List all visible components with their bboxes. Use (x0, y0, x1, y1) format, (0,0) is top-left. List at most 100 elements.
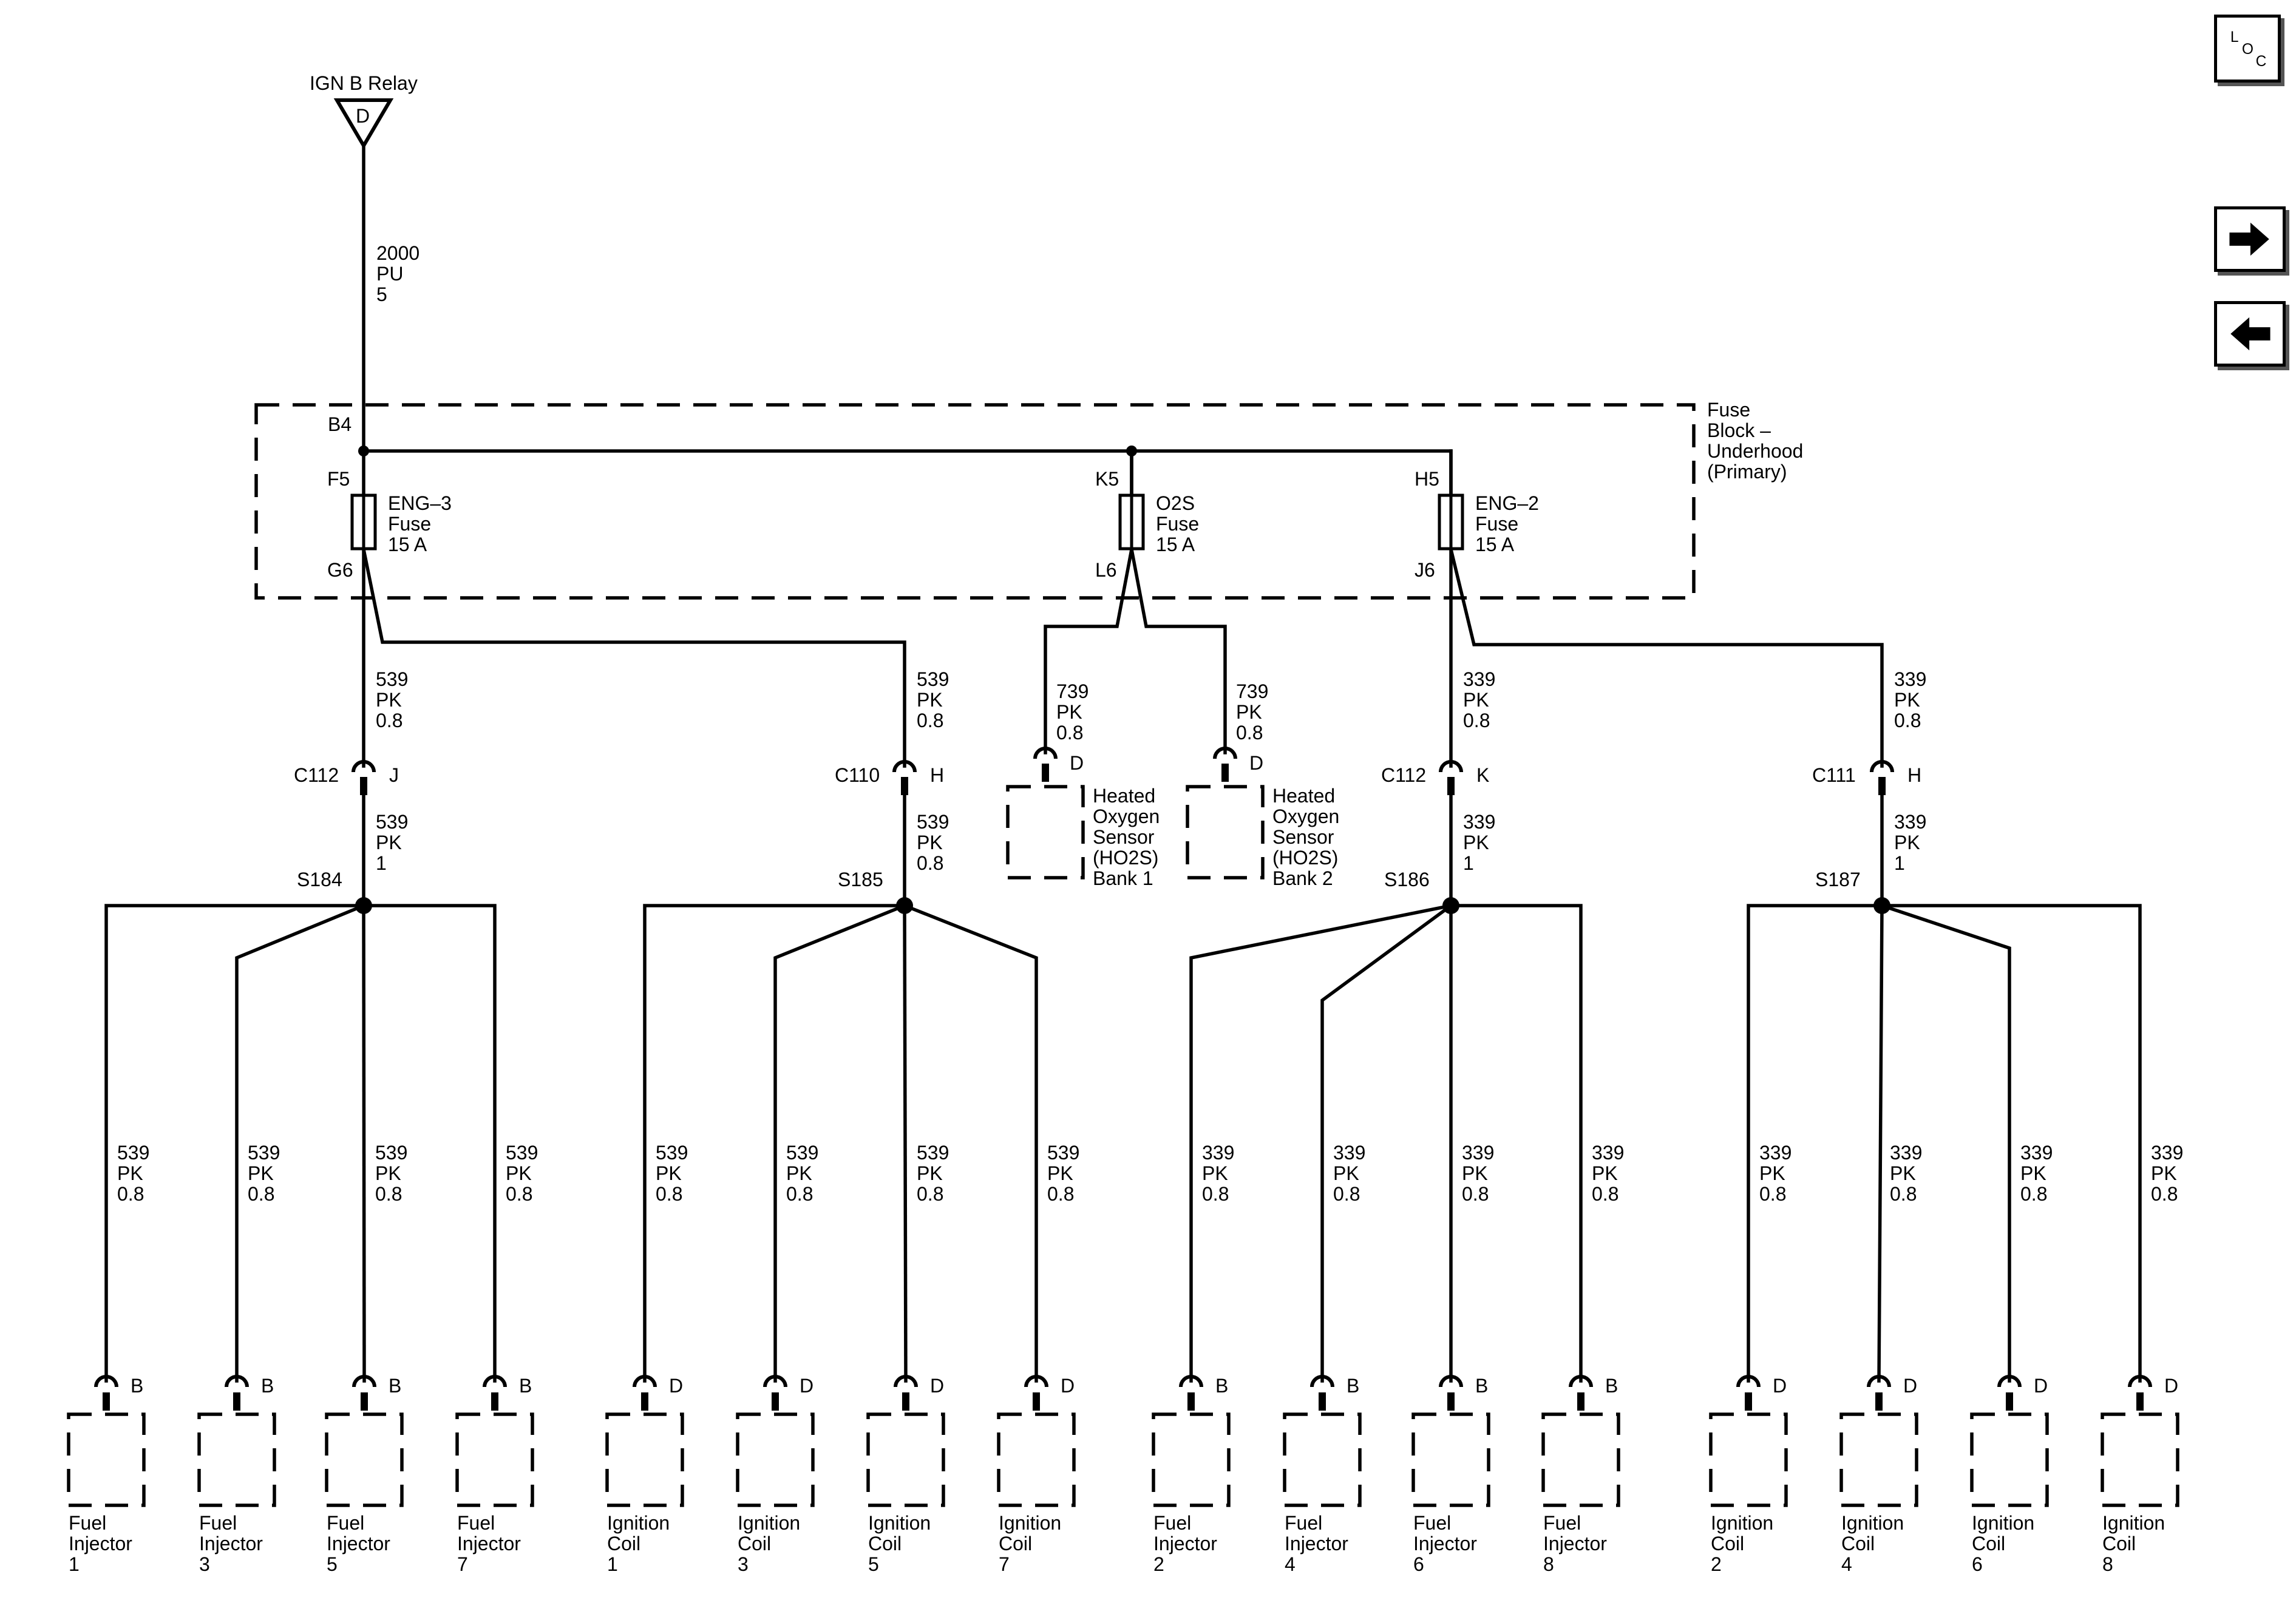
branch-wire-label-line: PK (656, 1162, 682, 1184)
sensor-wire-label-line: 739 (1056, 680, 1089, 702)
component-connector-pin (1875, 1392, 1883, 1411)
upper-wire-label-line: 539 (376, 668, 408, 690)
feed-wire-label-line: 2000 (376, 242, 419, 264)
component-connector-pin (1033, 1392, 1040, 1411)
component-box (1411, 1412, 1490, 1507)
branch-wire-label-line: 0.8 (117, 1183, 144, 1205)
component-connector-cup (352, 1375, 376, 1388)
connector-name: C111 (1812, 764, 1856, 786)
branch-wire-label-line: PK (375, 1162, 401, 1184)
sensor-box (1186, 785, 1265, 880)
lower-wire-label-line: 0.8 (917, 852, 943, 874)
fuse-bottom-pin: L6 (1095, 559, 1117, 581)
branch-wire-label-line: 539 (1047, 1142, 1079, 1164)
lower-wire-label-line: PK (1463, 832, 1489, 853)
component-connector-cup (1179, 1375, 1203, 1388)
inline-connector-pin (1878, 777, 1886, 795)
component-pin-label: B (261, 1375, 274, 1397)
component-connector-cup (2128, 1375, 2152, 1388)
component-label-line: Coil (2102, 1533, 2136, 1554)
component-pin-label: B (389, 1375, 401, 1397)
splice-dot (896, 897, 913, 914)
fuse-label-line: O2S (1156, 492, 1195, 514)
component-connector-pin (361, 1392, 368, 1411)
lower-wire-label-line: PK (917, 832, 943, 853)
branch-wire-label-line: PK (506, 1162, 532, 1184)
loc-button[interactable]: L O C (2214, 15, 2281, 83)
eng3-feed-b (361, 547, 906, 768)
component-box (2101, 1412, 2179, 1507)
sensor-wire-label-line: 0.8 (1236, 722, 1263, 744)
branch-wire-label-line: 0.8 (917, 1183, 943, 1205)
upper-wire-label-line: 0.8 (1463, 710, 1490, 731)
branch-wire-label-line: PK (786, 1162, 812, 1184)
splice-label: S186 (1384, 869, 1430, 890)
component-connector-pin (772, 1392, 779, 1411)
component-label-line: Coil (1711, 1533, 1744, 1554)
component-connector-cup (483, 1375, 507, 1388)
component-label-line: Coil (1972, 1533, 2005, 1554)
component-label-line: 1 (69, 1553, 80, 1575)
branch-wire-label-line: 0.8 (1333, 1183, 1360, 1205)
component-label-line: Ignition (2102, 1512, 2165, 1534)
inline-connector-pin (360, 777, 367, 795)
splice-dot (1442, 897, 1459, 914)
sensor-label-line: (HO2S) (1093, 847, 1158, 869)
fuse-label-line: ENG–3 (388, 492, 452, 514)
loc-letter-c: C (2256, 53, 2267, 70)
sensor-wire-label-line: 739 (1236, 680, 1268, 702)
sensor-connector-pin (1042, 764, 1049, 782)
upper-wire-label-line: PK (376, 689, 402, 711)
loc-letter-o: O (2242, 41, 2254, 58)
arrow-right-icon (2229, 222, 2269, 256)
upper-wire-label-line: 0.8 (917, 710, 943, 731)
previous-page-button[interactable] (2214, 301, 2286, 367)
branch-wire-label-line: 0.8 (506, 1183, 532, 1205)
branch-wire-label-line: 0.8 (1890, 1183, 1917, 1205)
upper-wire-label-line: PK (917, 689, 943, 711)
branch-wire-label-line: 339 (1462, 1142, 1494, 1164)
upper-wire-label-line: 339 (1463, 668, 1495, 690)
fuse-label-line: Fuse (388, 513, 431, 535)
sensor-label-line: Sensor (1272, 826, 1334, 848)
branch-wire (773, 903, 907, 1383)
component-label-line: Coil (1841, 1533, 1875, 1554)
component-label-line: 3 (738, 1553, 749, 1575)
component-label-line: Fuel (69, 1512, 106, 1534)
branch-wire-label-line: 0.8 (1202, 1183, 1229, 1205)
fuse-block-label-line: Fuse (1707, 399, 1750, 421)
fuse-bus (362, 449, 1453, 497)
wiring (104, 144, 2142, 1383)
branch-wire-label-line: 0.8 (786, 1183, 813, 1205)
branch-wire-label-line: 539 (506, 1142, 538, 1164)
component-label-line: Coil (738, 1533, 771, 1554)
loc-letter-l: L (2230, 29, 2239, 46)
splice-label: S185 (838, 869, 883, 890)
component-connector-pin (2136, 1392, 2144, 1411)
component-box (736, 1412, 815, 1507)
component-label-line: Fuel (199, 1512, 237, 1534)
component-label-line: 2 (1153, 1553, 1164, 1575)
component-box (67, 1412, 146, 1507)
component-pin-label: D (800, 1375, 813, 1397)
fuse-top-pin: K5 (1095, 468, 1119, 490)
branch-wire-label-line: 339 (1333, 1142, 1365, 1164)
branch-wire-label-line: 0.8 (375, 1183, 402, 1205)
component-connector-cup (1997, 1375, 2022, 1388)
branch-wire-label-line: 339 (1202, 1142, 1234, 1164)
component-label-line: Injector (327, 1533, 390, 1554)
fuse-bottom-pin: G6 (327, 559, 353, 581)
fuse-block-label-line: Underhood (1707, 440, 1803, 462)
lower-wire-label-line: PK (1894, 832, 1920, 853)
branch-wire-label-line: PK (117, 1162, 143, 1184)
branch-wire-label-line: 539 (917, 1142, 949, 1164)
component-pin-label: B (131, 1375, 143, 1397)
upper-wire-label-line: PK (1894, 689, 1920, 711)
component-label-line: 4 (1285, 1553, 1296, 1575)
component-label-line: Fuel (1543, 1512, 1581, 1534)
component-label-line: Injector (199, 1533, 263, 1554)
branch-wire-label-line: 539 (656, 1142, 688, 1164)
component-label-line: Fuel (327, 1512, 364, 1534)
next-page-button[interactable] (2214, 206, 2286, 272)
branch-wire-label-line: 0.8 (2020, 1183, 2047, 1205)
